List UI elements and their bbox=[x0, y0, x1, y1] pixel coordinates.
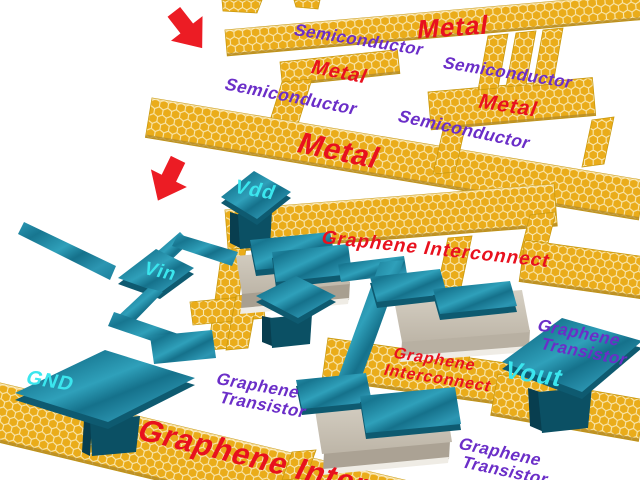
red-down-arrow-icon-2 bbox=[150, 155, 187, 201]
vin-trace-left bbox=[18, 222, 116, 280]
vin-trace-down bbox=[116, 288, 163, 326]
vin-trace-to-transistor bbox=[172, 234, 238, 266]
metal-via-center bbox=[432, 127, 466, 175]
metal-stub-top-left bbox=[221, 0, 263, 14]
metal-via-right bbox=[581, 116, 615, 168]
metal-stub-top-right bbox=[293, 0, 321, 10]
graphene-transistor-1 bbox=[236, 232, 352, 348]
lower-graphene-circuit-diagram: Graphene Interconnect Graphene Interconn… bbox=[0, 171, 640, 480]
metal-finger-2 bbox=[505, 30, 537, 88]
mid-plate bbox=[150, 330, 216, 364]
gnd-pad bbox=[15, 350, 195, 456]
metal-finger-3 bbox=[532, 27, 564, 87]
vout-pad bbox=[502, 318, 640, 433]
metal-finger-1 bbox=[477, 33, 509, 91]
metal-label-1: Metal bbox=[416, 9, 491, 44]
metal-bar-mid-left bbox=[279, 49, 401, 87]
graphene-transistor-label-1: Graphene Transistor bbox=[213, 369, 310, 422]
graphene-transistor-label-3: Graphene Transistor bbox=[456, 434, 553, 480]
graphene-interconnect-bar-top-right bbox=[518, 239, 640, 300]
graphene-transistor-2 bbox=[370, 269, 530, 362]
upper-metal-semiconductor-diagram: Metal Metal Metal Metal Semiconductor Se… bbox=[144, 0, 640, 221]
graphene-finger-down-3 bbox=[281, 449, 317, 480]
red-down-arrow-icon-1 bbox=[167, 6, 203, 49]
vin-pad-top bbox=[118, 249, 194, 293]
metal-bar-top bbox=[224, 0, 640, 57]
vin-pad-and-traces bbox=[18, 222, 238, 364]
metal-bar-mid-right bbox=[427, 77, 597, 131]
graphene-transistor-3 bbox=[296, 373, 461, 475]
